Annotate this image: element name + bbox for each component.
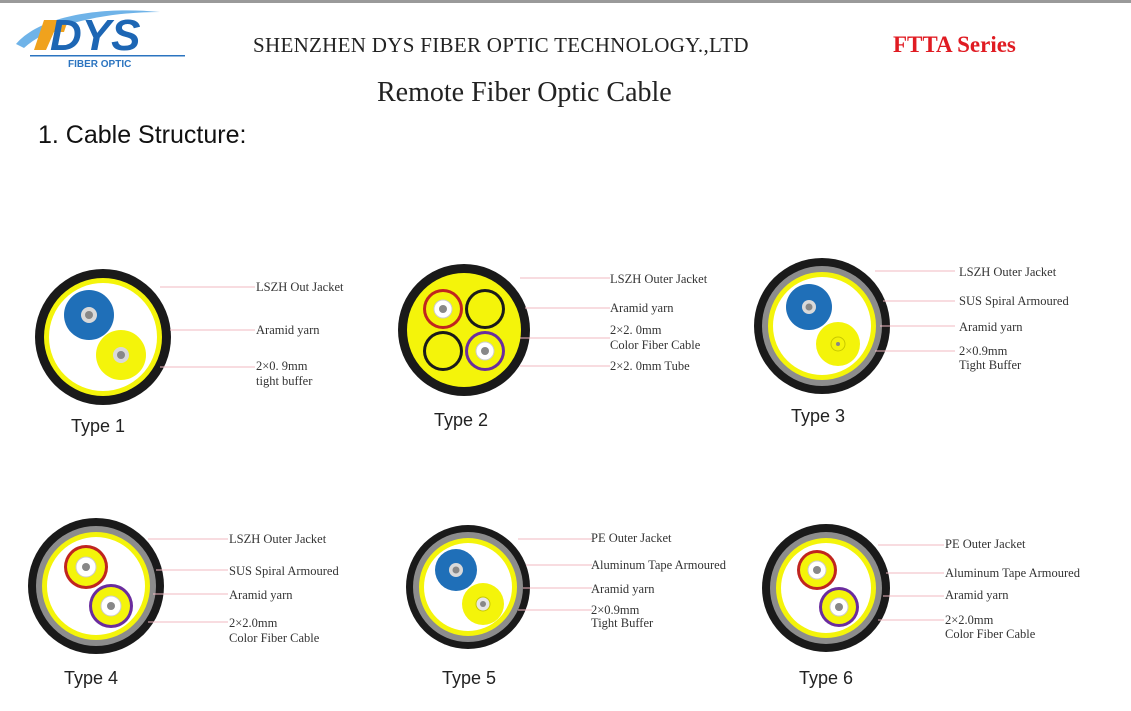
type-3-label-jacket: LSZH Outer Jacket [959,265,1057,279]
type-4-label-aramid: Aramid yarn [229,588,293,602]
type-4-label-fiber-size: 2×2.0mm [229,616,278,630]
type-1-label-aramid: Aramid yarn [256,323,320,337]
cable-type-5-cross-section [406,525,530,649]
type-1-leader-lines [160,286,255,368]
section-heading: 1. Cable Structure: [38,121,247,149]
type-3-caption: Type 3 [791,406,846,426]
type-1-label-buffer-size: 2×0. 9mm [256,359,308,373]
type-5-label-aramid: Aramid yarn [591,582,655,596]
type-6-label-fiber-size: 2×2.0mm [945,613,994,627]
type-5-label-buffer: Tight Buffer [591,616,654,630]
type-6-label-aramid: Aramid yarn [945,588,1009,602]
type-1-label-jacket: LSZH Out Jacket [256,280,344,294]
cable-type-3-cross-section [754,258,890,394]
cable-type-1-cross-section [35,269,171,405]
company-name: SHENZHEN DYS FIBER OPTIC TECHNOLOGY.,LTD [253,33,749,57]
logo-subtitle: FIBER OPTIC [68,59,131,70]
type-2-label-fiber-size: 2×2. 0mm [610,323,662,337]
type-6-label-fiber: Color Fiber Cable [945,627,1036,641]
type-4-caption: Type 4 [64,668,119,688]
cable-type-4-cross-section [28,518,164,654]
type-6-leader-lines [878,544,944,621]
type-4-label-fiber: Color Fiber Cable [229,631,320,645]
cable-type-6-cross-section [762,524,890,652]
type-3-label-buffer-size: 2×0.9mm [959,344,1008,358]
type-3-label-aramid: Aramid yarn [959,320,1023,334]
type-6-label-armour: Aluminum Tape Armoured [945,566,1080,580]
type-5-label-armour: Aluminum Tape Armoured [591,558,726,572]
type-6-caption: Type 6 [799,668,854,688]
top-rule [0,0,1131,3]
type-5-label-jacket: PE Outer Jacket [591,531,672,545]
type-4-label-armour: SUS Spiral Armoured [229,564,339,578]
type-5-leader-lines [518,538,592,611]
type-6-label-jacket: PE Outer Jacket [945,537,1026,551]
type-2-label-tube: 2×2. 0mm Tube [610,359,690,373]
type-3-label-buffer: Tight Buffer [959,358,1022,372]
logo-wordmark: DYS [50,11,140,60]
dys-logo-icon: DYS FIBER OPTIC [16,10,185,70]
type-3-label-armour: SUS Spiral Armoured [959,294,1069,308]
type-5-label-buffer-size: 2×0.9mm [591,603,640,617]
type-2-label-jacket: LSZH Outer Jacket [610,272,708,286]
type-5-caption: Type 5 [442,668,497,688]
type-4-label-jacket: LSZH Outer Jacket [229,532,327,546]
series-name: FTTA Series [893,32,1016,57]
type-2-label-fiber: Color Fiber Cable [610,338,701,352]
type-1-label-buffer: tight buffer [256,374,313,388]
type-2-caption: Type 2 [434,410,489,430]
type-2-label-aramid: Aramid yarn [610,301,674,315]
document-title: Remote Fiber Optic Cable [377,77,672,108]
type-4-leader-lines [148,538,228,623]
type-1-caption: Type 1 [71,416,126,436]
type-2-leader-lines [520,277,610,367]
cable-type-2-cross-section [398,264,530,396]
type-3-leader-lines [875,270,955,352]
